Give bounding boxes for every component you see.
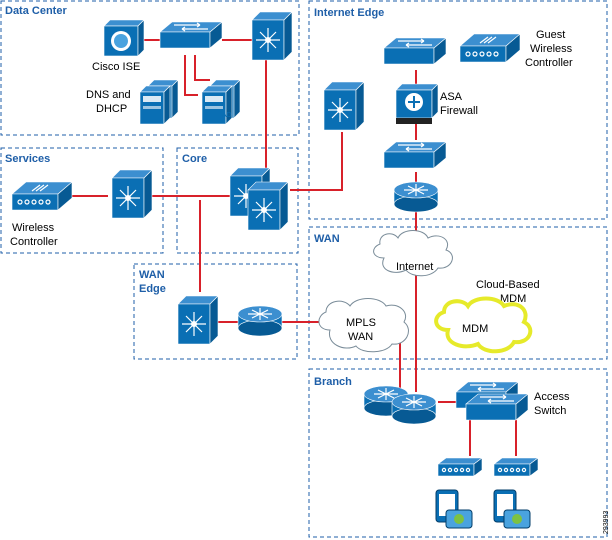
tablet-device-1-icon — [435, 489, 473, 529]
data-center-switch-icon — [159, 21, 223, 49]
zone-wan-edge-title-2: Edge — [139, 283, 166, 295]
services-wlc-icon — [11, 181, 73, 211]
zone-core — [176, 147, 299, 254]
guest-label-line3: Controller — [525, 57, 573, 69]
internet-label: Internet — [396, 261, 433, 273]
zone-wan-title: WAN — [314, 233, 340, 245]
branch-router-2-icon — [391, 393, 437, 425]
mdm-label: MDM — [462, 323, 488, 335]
branch-access-switch-2-icon — [465, 393, 529, 421]
zone-wan-edge-title-1: WAN — [139, 269, 165, 281]
internet-edge-switch-top-icon — [383, 37, 447, 65]
dns-label-line1: DNS and — [86, 89, 131, 101]
dns-server-2-icon — [139, 85, 171, 125]
internet-edge-switch-bottom-icon — [383, 141, 447, 169]
asa-label-line1: ASA — [440, 91, 463, 103]
zone-data-center-title: Data Center — [5, 5, 67, 17]
zone-internet-edge — [308, 0, 608, 220]
wan-edge-switch-icon — [177, 295, 219, 345]
branch-ap-1-icon — [437, 457, 483, 477]
mpls-label-line2: WAN — [348, 331, 373, 343]
cisco-ise-icon — [103, 19, 145, 57]
guest-label-line1: Guest — [536, 29, 565, 41]
mdm-cloud-icon — [434, 296, 533, 354]
asa-label-line2: Firewall — [440, 105, 478, 117]
zone-internet-edge-title: Internet Edge — [314, 7, 384, 19]
internet-cloud-icon — [373, 230, 453, 277]
cloud-mdm-label-line2: MDM — [500, 293, 526, 305]
zone-services-title: Services — [5, 153, 50, 165]
cisco-ise-label: Cisco ISE — [92, 61, 140, 73]
ad-tag: AD — [222, 112, 232, 119]
dns-label-line2: DHCP — [96, 103, 127, 115]
core-switch-2-icon — [247, 181, 289, 231]
branch-ap-2-icon — [493, 457, 539, 477]
asa-firewall-icon — [395, 83, 439, 124]
zone-data-center — [0, 0, 300, 136]
zone-services — [0, 147, 164, 254]
internet-edge-router-icon — [393, 181, 439, 213]
zone-wan-edge — [133, 263, 298, 360]
cloud-mdm-label-line1: Cloud-Based — [476, 279, 540, 291]
mpls-label-line1: MPLS — [346, 317, 376, 329]
wlc-label-line1: Wireless — [12, 222, 55, 234]
mpls-cloud-icon — [318, 298, 409, 353]
wlc-label-line2: Controller — [10, 236, 58, 248]
wan-edge-router-icon — [237, 305, 283, 337]
guest-wlc-icon — [459, 33, 521, 63]
guest-label-line2: Wireless — [530, 43, 573, 55]
access-switch-label-line1: Access — [534, 391, 570, 403]
data-center-core-switch-icon — [251, 11, 293, 61]
access-switch-label-line2: Switch — [534, 405, 566, 417]
services-switch-icon — [111, 169, 153, 219]
figure-id: 293993 — [603, 511, 610, 534]
zone-core-title: Core — [182, 153, 207, 165]
tablet-device-2-icon — [493, 489, 531, 529]
zone-branch — [308, 368, 608, 538]
zone-branch-title: Branch — [314, 376, 352, 388]
zone-wan — [308, 226, 608, 360]
internet-edge-l3-switch-icon — [323, 81, 365, 131]
